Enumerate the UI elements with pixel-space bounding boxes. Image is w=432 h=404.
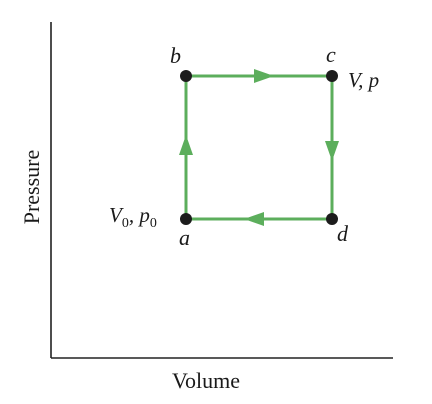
arrow-left-icon	[244, 212, 264, 226]
label-c: c	[326, 42, 336, 67]
label-a: a	[179, 225, 190, 250]
value-a-pressure-sub: 0	[150, 216, 157, 231]
label-b: b	[170, 43, 181, 68]
y-axis-title: Pressure	[19, 150, 44, 225]
value-c: V, p	[348, 68, 379, 92]
value-a-volume-sub: 0	[122, 216, 129, 231]
value-a-volume: V	[109, 203, 124, 227]
point-a	[180, 213, 192, 225]
x-axis-title: Volume	[172, 368, 240, 393]
arrow-right-icon	[254, 69, 274, 83]
point-b	[180, 70, 192, 82]
value-a-pressure: p	[137, 203, 150, 227]
point-c	[326, 70, 338, 82]
value-a: V0, p0	[109, 203, 157, 231]
point-d	[326, 213, 338, 225]
arrow-down-icon	[325, 141, 339, 161]
label-d: d	[337, 221, 349, 246]
value-a-separator: ,	[129, 203, 140, 227]
arrow-up-icon	[179, 135, 193, 155]
